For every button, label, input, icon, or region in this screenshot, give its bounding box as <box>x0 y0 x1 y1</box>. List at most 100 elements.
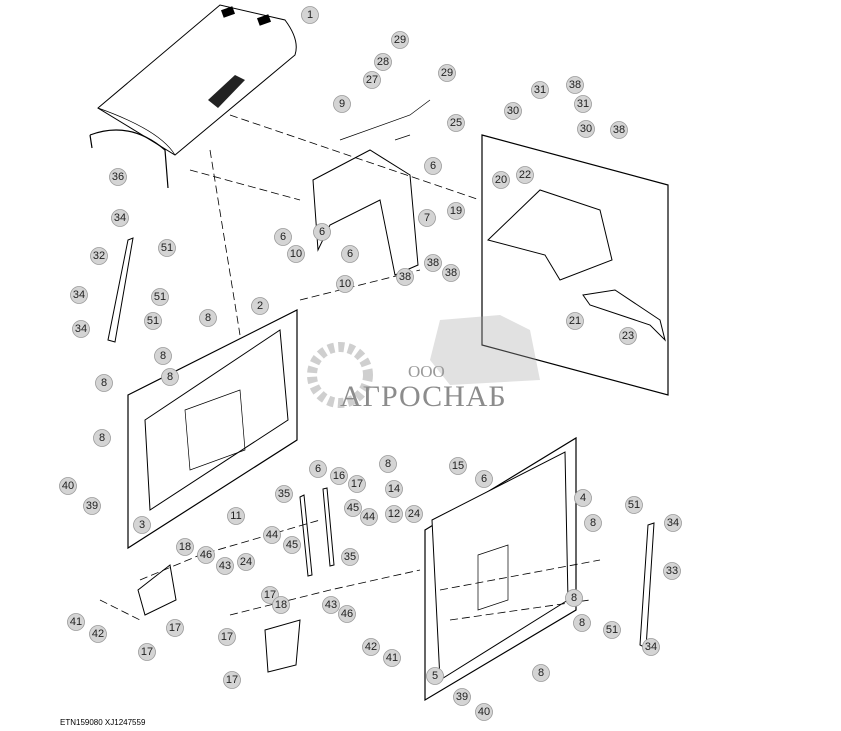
callout-17: 17 <box>348 475 366 493</box>
callout-number: 4 <box>580 492 586 504</box>
callout-circle <box>379 455 397 473</box>
callout-number: 6 <box>430 160 436 172</box>
callout-number: 51 <box>628 499 640 511</box>
callout-number: 12 <box>388 508 400 520</box>
callout-number: 34 <box>645 641 657 653</box>
callout-circle <box>151 288 169 306</box>
callout-18: 18 <box>176 538 194 556</box>
callout-circle <box>272 596 290 614</box>
callout-number: 39 <box>86 500 98 512</box>
callout-circle <box>341 548 359 566</box>
callout-number: 8 <box>571 592 577 604</box>
callout-46: 46 <box>197 546 215 564</box>
callout-number: 38 <box>569 79 581 91</box>
callout-circle <box>70 286 88 304</box>
cab-roof <box>89 4 297 189</box>
callout-number: 8 <box>579 617 585 629</box>
callout-51: 51 <box>625 496 643 514</box>
callout-circle <box>227 507 245 525</box>
callout-number: 6 <box>315 463 321 475</box>
callout-circle <box>111 209 129 227</box>
callout-42: 42 <box>362 638 380 656</box>
callout-circle <box>385 480 403 498</box>
center-console <box>312 99 431 276</box>
callout-35: 35 <box>275 485 293 503</box>
callout-number: 38 <box>613 124 625 136</box>
callout-43: 43 <box>322 596 340 614</box>
callout-circle <box>237 553 255 571</box>
callout-number: 8 <box>99 432 105 444</box>
callout-number: 31 <box>534 84 546 96</box>
callout-number: 17 <box>169 622 181 634</box>
callout-circle <box>330 467 348 485</box>
callout-44: 44 <box>263 526 281 544</box>
callout-circle <box>610 121 628 139</box>
callout-circle <box>90 247 108 265</box>
callout-number: 32 <box>93 250 105 262</box>
callout-circle <box>95 374 113 392</box>
callout-circle <box>166 619 184 637</box>
callout-circle <box>531 81 549 99</box>
callout-number: 20 <box>495 174 507 186</box>
callout-circle <box>383 649 401 667</box>
callout-circle <box>447 202 465 220</box>
callout-circle <box>449 457 467 475</box>
callout-number: 43 <box>325 599 337 611</box>
callout-number: 10 <box>290 248 302 260</box>
callout-3: 3 <box>133 516 151 534</box>
callout-number: 10 <box>339 278 351 290</box>
callout-number: 24 <box>408 508 420 520</box>
callout-circle <box>216 557 234 575</box>
callout-number: 36 <box>112 171 124 183</box>
side-trims <box>107 237 655 673</box>
callout-38: 38 <box>566 76 584 94</box>
callout-circle <box>67 613 85 631</box>
callout-8: 8 <box>532 664 550 682</box>
callout-number: 8 <box>167 371 173 383</box>
callout-circle <box>573 614 591 632</box>
callout-44: 44 <box>360 508 378 526</box>
callout-number: 41 <box>70 616 82 628</box>
callout-number: 34 <box>73 289 85 301</box>
callout-34: 34 <box>111 209 129 227</box>
callout-number: 51 <box>147 315 159 327</box>
callout-number: 44 <box>363 511 375 523</box>
callout-circle <box>424 157 442 175</box>
callout-number: 46 <box>200 549 212 561</box>
callout-38: 38 <box>610 121 628 139</box>
callout-18: 18 <box>272 596 290 614</box>
callout-31: 31 <box>574 95 592 113</box>
callout-circle <box>322 596 340 614</box>
callout-12: 12 <box>385 505 403 523</box>
callout-circle <box>274 228 292 246</box>
callout-number: 5 <box>432 670 438 682</box>
callout-circle <box>362 638 380 656</box>
callout-38: 38 <box>396 268 414 286</box>
callout-circle <box>447 114 465 132</box>
callout-circle <box>516 166 534 184</box>
callout-number: 17 <box>351 478 363 490</box>
callout-41: 41 <box>67 613 85 631</box>
callout-6: 6 <box>309 460 327 478</box>
callout-30: 30 <box>577 120 595 138</box>
callout-34: 34 <box>70 286 88 304</box>
callout-11: 11 <box>227 507 245 525</box>
callout-circle <box>453 688 471 706</box>
callout-number: 17 <box>221 631 233 643</box>
callout-circle <box>154 347 172 365</box>
callout-circle <box>492 171 510 189</box>
callout-8: 8 <box>95 374 113 392</box>
callout-45: 45 <box>283 536 301 554</box>
callout-number: 35 <box>278 488 290 500</box>
callout-17: 17 <box>223 671 241 689</box>
callout-number: 30 <box>580 123 592 135</box>
callout-number: 39 <box>456 691 468 703</box>
callout-circle <box>218 628 236 646</box>
callout-8: 8 <box>573 614 591 632</box>
callout-17: 17 <box>138 643 156 661</box>
callout-7: 7 <box>418 209 436 227</box>
callout-40: 40 <box>59 477 77 495</box>
callout-circle <box>625 496 643 514</box>
callout-circle <box>574 489 592 507</box>
